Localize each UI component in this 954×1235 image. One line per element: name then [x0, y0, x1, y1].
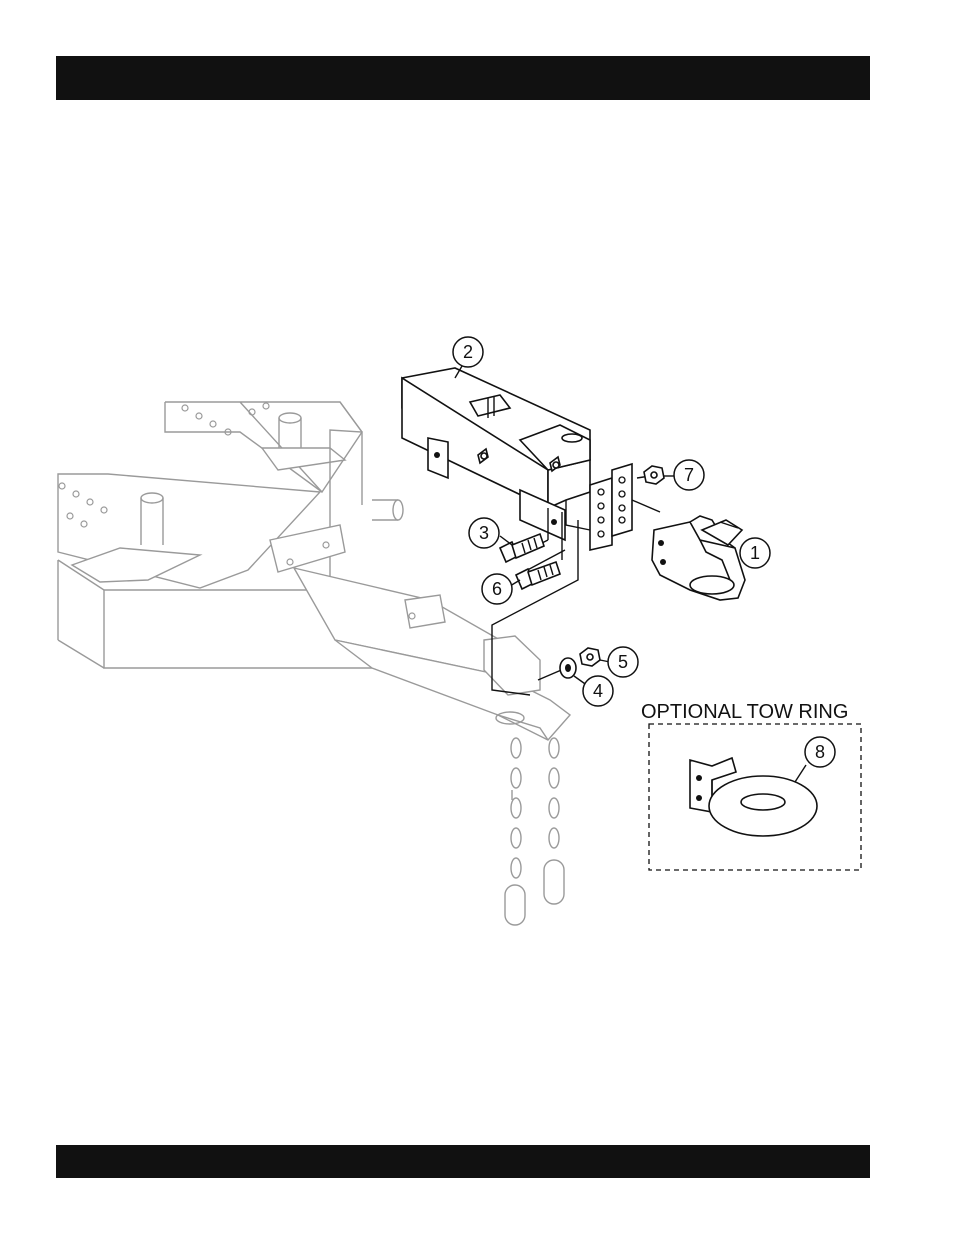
svg-text:7: 7: [684, 465, 694, 485]
optional-tow-ring-title: OPTIONAL TOW RING: [641, 701, 848, 723]
callout-1: 1: [740, 538, 770, 568]
svg-text:2: 2: [463, 342, 473, 362]
bolt-6: [516, 562, 560, 589]
svg-text:3: 3: [479, 523, 489, 543]
washer-4: [560, 658, 576, 678]
svg-text:8: 8: [815, 742, 825, 762]
callout-5: 5: [608, 647, 638, 677]
callout-4: 4: [583, 676, 613, 706]
bolt-3: [500, 534, 544, 562]
svg-text:5: 5: [618, 652, 628, 672]
optional-tow-ring-inset: OPTIONAL TOW RING 8: [641, 701, 861, 870]
coupler: [652, 516, 745, 600]
nut-7: [644, 466, 664, 484]
chain-right: [544, 738, 564, 904]
tow-ring: [690, 758, 817, 836]
callout-8: 8: [805, 737, 835, 767]
callout-3: 3: [469, 518, 499, 548]
chain-left: [505, 738, 525, 925]
svg-text:6: 6: [492, 579, 502, 599]
callout-7: 7: [674, 460, 704, 490]
footer-bar: [56, 1145, 870, 1178]
safety-chains: [505, 738, 564, 925]
svg-text:4: 4: [593, 681, 603, 701]
callout-6: 6: [482, 574, 512, 604]
svg-text:1: 1: [750, 543, 760, 563]
nut-5: [580, 648, 600, 666]
callout-2: 2: [453, 337, 483, 367]
